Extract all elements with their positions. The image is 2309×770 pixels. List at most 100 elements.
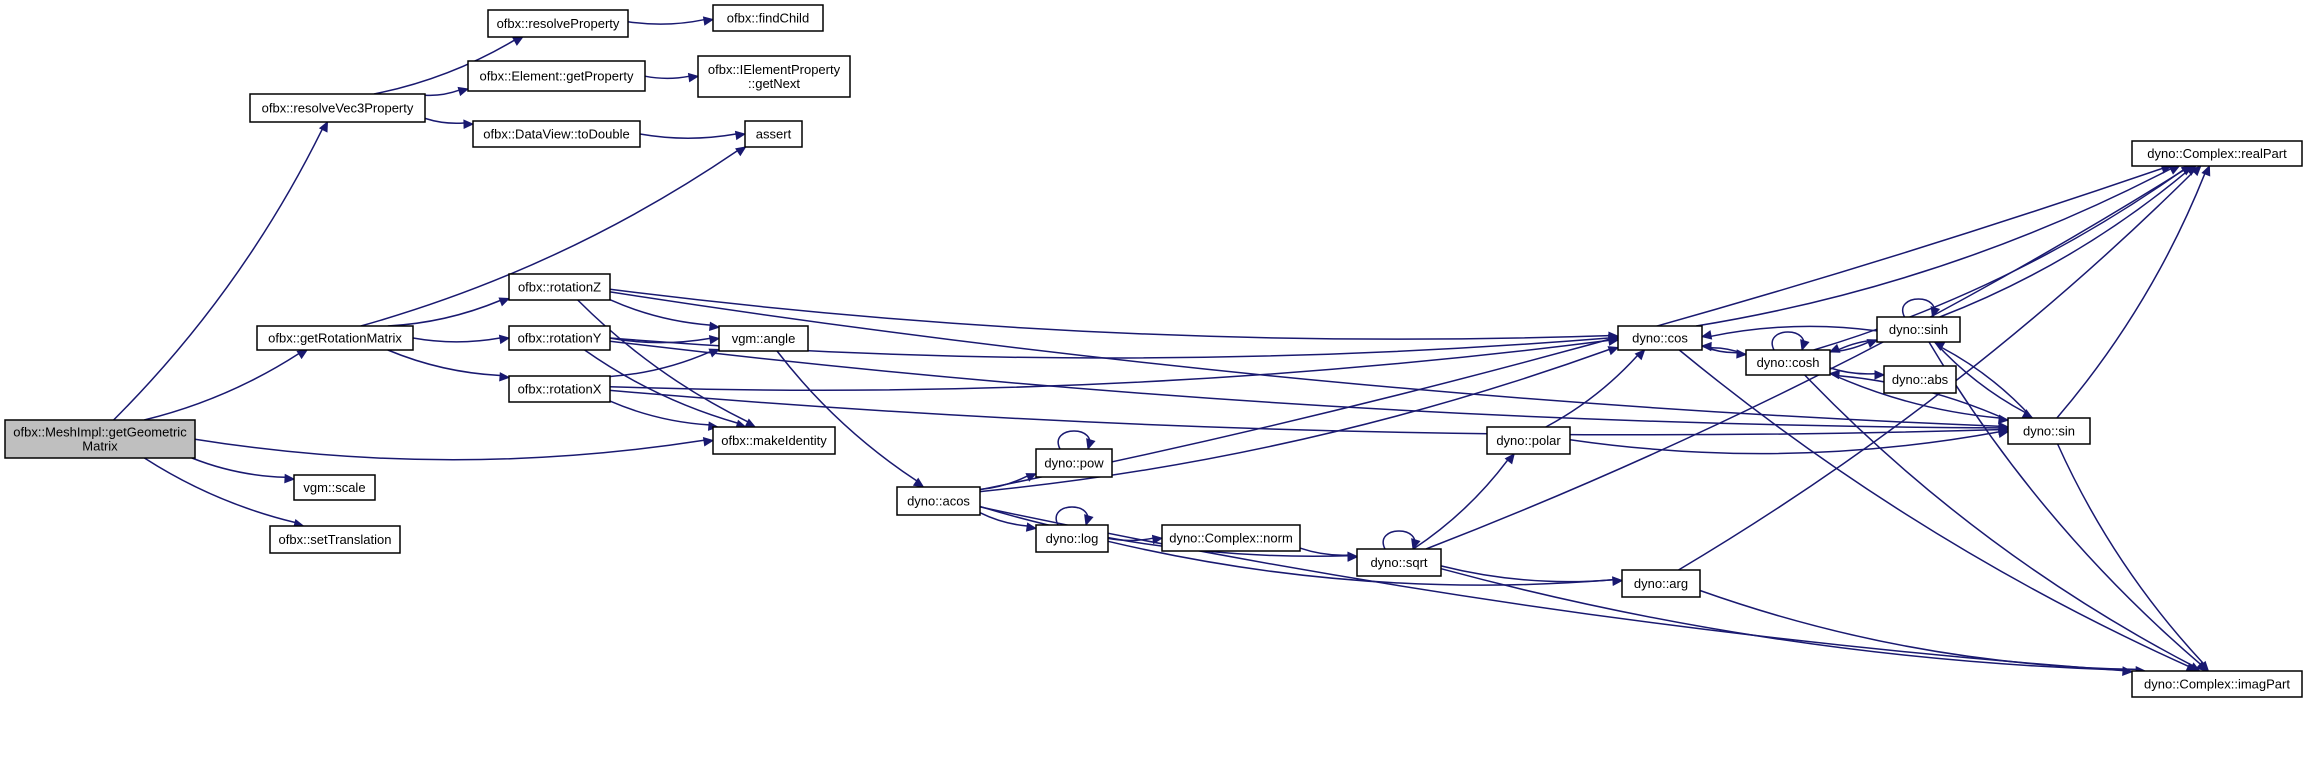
node-label: assert <box>756 127 792 142</box>
node-sin[interactable]: dyno::sin <box>2007 417 2091 445</box>
node-abs[interactable]: dyno::abs <box>1883 365 1957 394</box>
node-settrans[interactable]: ofbx::setTranslation <box>269 525 401 554</box>
node-label: ofbx::makeIdentity <box>721 433 827 448</box>
node-label: ofbx::rotationY <box>518 331 602 346</box>
node-label: dyno::cosh <box>1757 355 1820 370</box>
node-label: ofbx::MeshImpl::getGeometric <box>13 425 187 440</box>
node-label: dyno::sinh <box>1889 322 1948 337</box>
edge-polar-to-cos <box>1545 349 1646 428</box>
node-label: dyno::sqrt <box>1370 555 1427 570</box>
edge-resvec3-to-todouble <box>424 117 475 129</box>
node-log[interactable]: dyno::log <box>1035 524 1109 553</box>
node-label: ofbx::setTranslation <box>279 532 392 547</box>
node-pow[interactable]: dyno::pow <box>1035 448 1113 478</box>
node-elemgetprop[interactable]: ofbx::Element::getProperty <box>467 60 646 92</box>
edge-rotx-to-makeid <box>609 400 720 431</box>
edge-sinh-to-cosh <box>1828 339 1878 353</box>
node-label: ofbx::IElementProperty <box>708 62 841 77</box>
edge-rotx-to-angle <box>609 348 721 378</box>
call-edges <box>113 16 2211 676</box>
node-label: vgm::scale <box>303 480 365 495</box>
edge-getgeom-to-resvec3 <box>113 120 329 421</box>
node-angle[interactable]: vgm::angle <box>718 325 809 352</box>
edge-resvec3-to-elemgetprop <box>424 86 470 97</box>
edge-elemgetprop-to-getnext <box>644 72 700 83</box>
node-label: dyno::arg <box>1634 576 1688 591</box>
node-roty[interactable]: ofbx::rotationY <box>508 325 611 351</box>
function-nodes: ofbx::MeshImpl::getGeometricMatrixofbx::… <box>4 4 2303 698</box>
edge-rotz-to-angle <box>609 299 721 332</box>
node-sqrt[interactable]: dyno::sqrt <box>1356 548 1442 577</box>
edge-angle-to-acos <box>776 350 925 488</box>
edge-log-to-log <box>1055 506 1094 527</box>
node-label: dyno::polar <box>1496 433 1561 448</box>
node-resprop[interactable]: ofbx::resolveProperty <box>487 9 629 38</box>
node-label: ofbx::findChild <box>727 11 809 26</box>
node-rotx[interactable]: ofbx::rotationX <box>508 375 611 403</box>
edge-acos-to-log <box>979 512 1038 532</box>
node-label: dyno::pow <box>1044 456 1104 471</box>
node-label: dyno::cos <box>1632 331 1688 346</box>
edge-sin-to-imagpart <box>2056 443 2210 672</box>
node-label: ofbx::getRotationMatrix <box>268 331 402 346</box>
edge-log-to-norm <box>1107 534 1164 545</box>
node-sinh[interactable]: dyno::sinh <box>1876 316 1961 343</box>
node-label: ofbx::rotationZ <box>518 280 601 295</box>
node-getrot[interactable]: ofbx::getRotationMatrix <box>256 325 414 351</box>
edge-cosh-to-realpart <box>1813 165 2193 351</box>
edge-getgeom-to-scale <box>191 457 296 484</box>
node-label: ofbx::resolveProperty <box>497 16 620 31</box>
edge-pow-to-pow <box>1057 430 1096 451</box>
edge-cosh-to-cos <box>1700 341 1747 356</box>
node-label: dyno::sin <box>2023 424 2075 439</box>
edge-sqrt-to-sqrt <box>1382 530 1421 551</box>
node-polar[interactable]: dyno::polar <box>1486 426 1571 455</box>
node-label: ofbx::DataView::toDouble <box>483 127 629 142</box>
edge-getrot-to-assert <box>360 146 747 327</box>
edge-sqrt-to-polar <box>1412 453 1515 550</box>
edge-sqrt-to-arg <box>1440 565 1624 586</box>
edge-sinh-to-imagpart <box>1928 341 2208 672</box>
edge-cosh-to-abs <box>1829 367 1886 380</box>
node-label: ofbx::Element::getProperty <box>480 69 634 84</box>
node-resvec3[interactable]: ofbx::resolveVec3Property <box>249 93 426 123</box>
node-acos[interactable]: dyno::acos <box>896 486 981 516</box>
edge-resprop-to-findchild <box>627 16 715 26</box>
edge-norm-to-sqrt <box>1299 547 1359 562</box>
node-rotz[interactable]: ofbx::rotationZ <box>508 273 611 301</box>
node-todouble[interactable]: ofbx::DataView::toDouble <box>472 120 641 148</box>
node-label: ofbx::resolveVec3Property <box>262 101 414 116</box>
node-imagpart[interactable]: dyno::Complex::imagPart <box>2131 670 2303 698</box>
edge-getgeom-to-makeid <box>194 437 715 461</box>
edge-roty-to-angle <box>609 335 721 345</box>
edge-getrot-to-roty <box>412 334 511 345</box>
node-arg[interactable]: dyno::arg <box>1621 569 1701 598</box>
node-label: Matrix <box>82 439 118 454</box>
edge-acos-to-cos <box>979 346 1620 493</box>
node-norm[interactable]: dyno::Complex::norm <box>1161 524 1301 552</box>
node-scale[interactable]: vgm::scale <box>293 474 376 501</box>
node-makeid[interactable]: ofbx::makeIdentity <box>712 426 836 455</box>
node-label: dyno::Complex::imagPart <box>2144 677 2290 692</box>
node-label: dyno::abs <box>1892 372 1949 387</box>
node-label: ofbx::rotationX <box>518 382 602 397</box>
edge-cosh-to-cosh <box>1771 331 1810 352</box>
node-label: dyno::log <box>1046 531 1099 546</box>
edge-cos-to-imagpart <box>1678 349 2198 672</box>
edge-cos-to-realpart <box>1696 165 2181 327</box>
node-findchild[interactable]: ofbx::findChild <box>712 4 824 32</box>
edge-arg-to-imagpart <box>1699 589 2147 676</box>
edge-sinh-to-realpart <box>1939 165 2197 318</box>
node-label: dyno::Complex::norm <box>1169 531 1293 546</box>
edge-getrot-to-rotx <box>387 349 511 382</box>
node-label: dyno::acos <box>907 494 970 509</box>
node-cosh[interactable]: dyno::cosh <box>1745 349 1831 376</box>
node-cos[interactable]: dyno::cos <box>1617 325 1703 351</box>
node-assert[interactable]: assert <box>744 120 803 148</box>
node-realpart[interactable]: dyno::Complex::realPart <box>2131 140 2303 167</box>
node-label: dyno::Complex::realPart <box>2147 146 2287 161</box>
edge-acos-to-imagpart <box>979 506 2134 676</box>
node-getnext[interactable]: ofbx::IElementProperty::getNext <box>697 55 851 98</box>
